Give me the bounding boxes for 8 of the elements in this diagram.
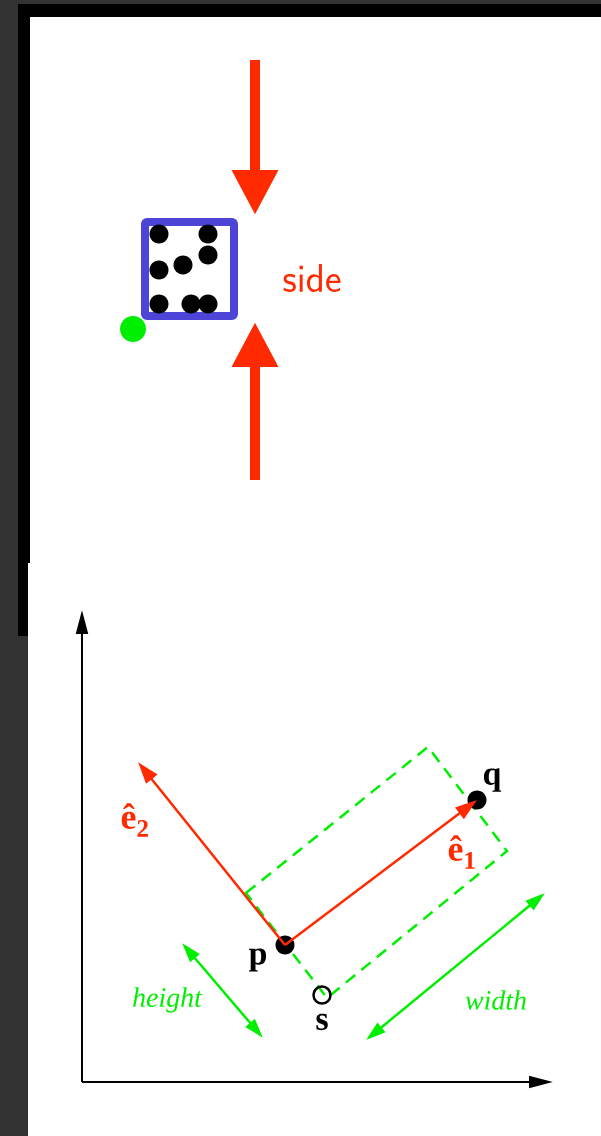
dimension-label: height: [133, 987, 203, 1013]
point-label: q: [483, 768, 502, 792]
point-label: s: [316, 1013, 328, 1031]
dimension-label: side: [283, 264, 341, 292]
dimension-label: width: [465, 990, 526, 1010]
vector-label: ê$_{1}$: [448, 835, 475, 869]
point-label: p: [249, 948, 267, 972]
vector-label: ê$_{2}$: [121, 803, 148, 837]
